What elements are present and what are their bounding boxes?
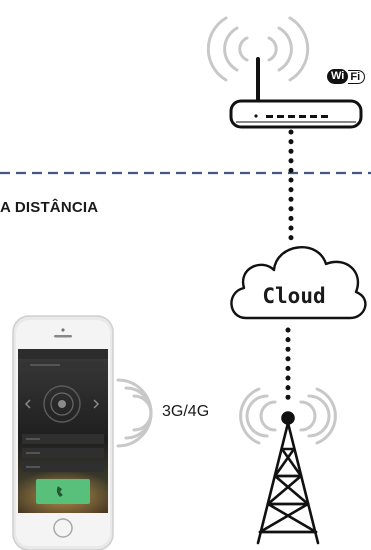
phone-signal-waves-icon [116, 378, 153, 448]
tower-signal-waves-icon [239, 387, 337, 445]
wifi-logo: Wi Fi [327, 69, 366, 84]
cloud-icon [230, 246, 367, 320]
router-signal-waves-icon [206, 16, 310, 82]
section-heading: A DISTÂNCIA [0, 199, 99, 216]
router-icon [229, 57, 363, 129]
smartphone-icon [12, 315, 114, 550]
cell-tower-icon [256, 411, 320, 545]
wifi-logo-fi: Fi [348, 69, 366, 84]
cloud-label: Cloud [262, 284, 326, 308]
network-label: 3G/4G [162, 403, 210, 420]
wifi-logo-wi: Wi [327, 69, 349, 84]
